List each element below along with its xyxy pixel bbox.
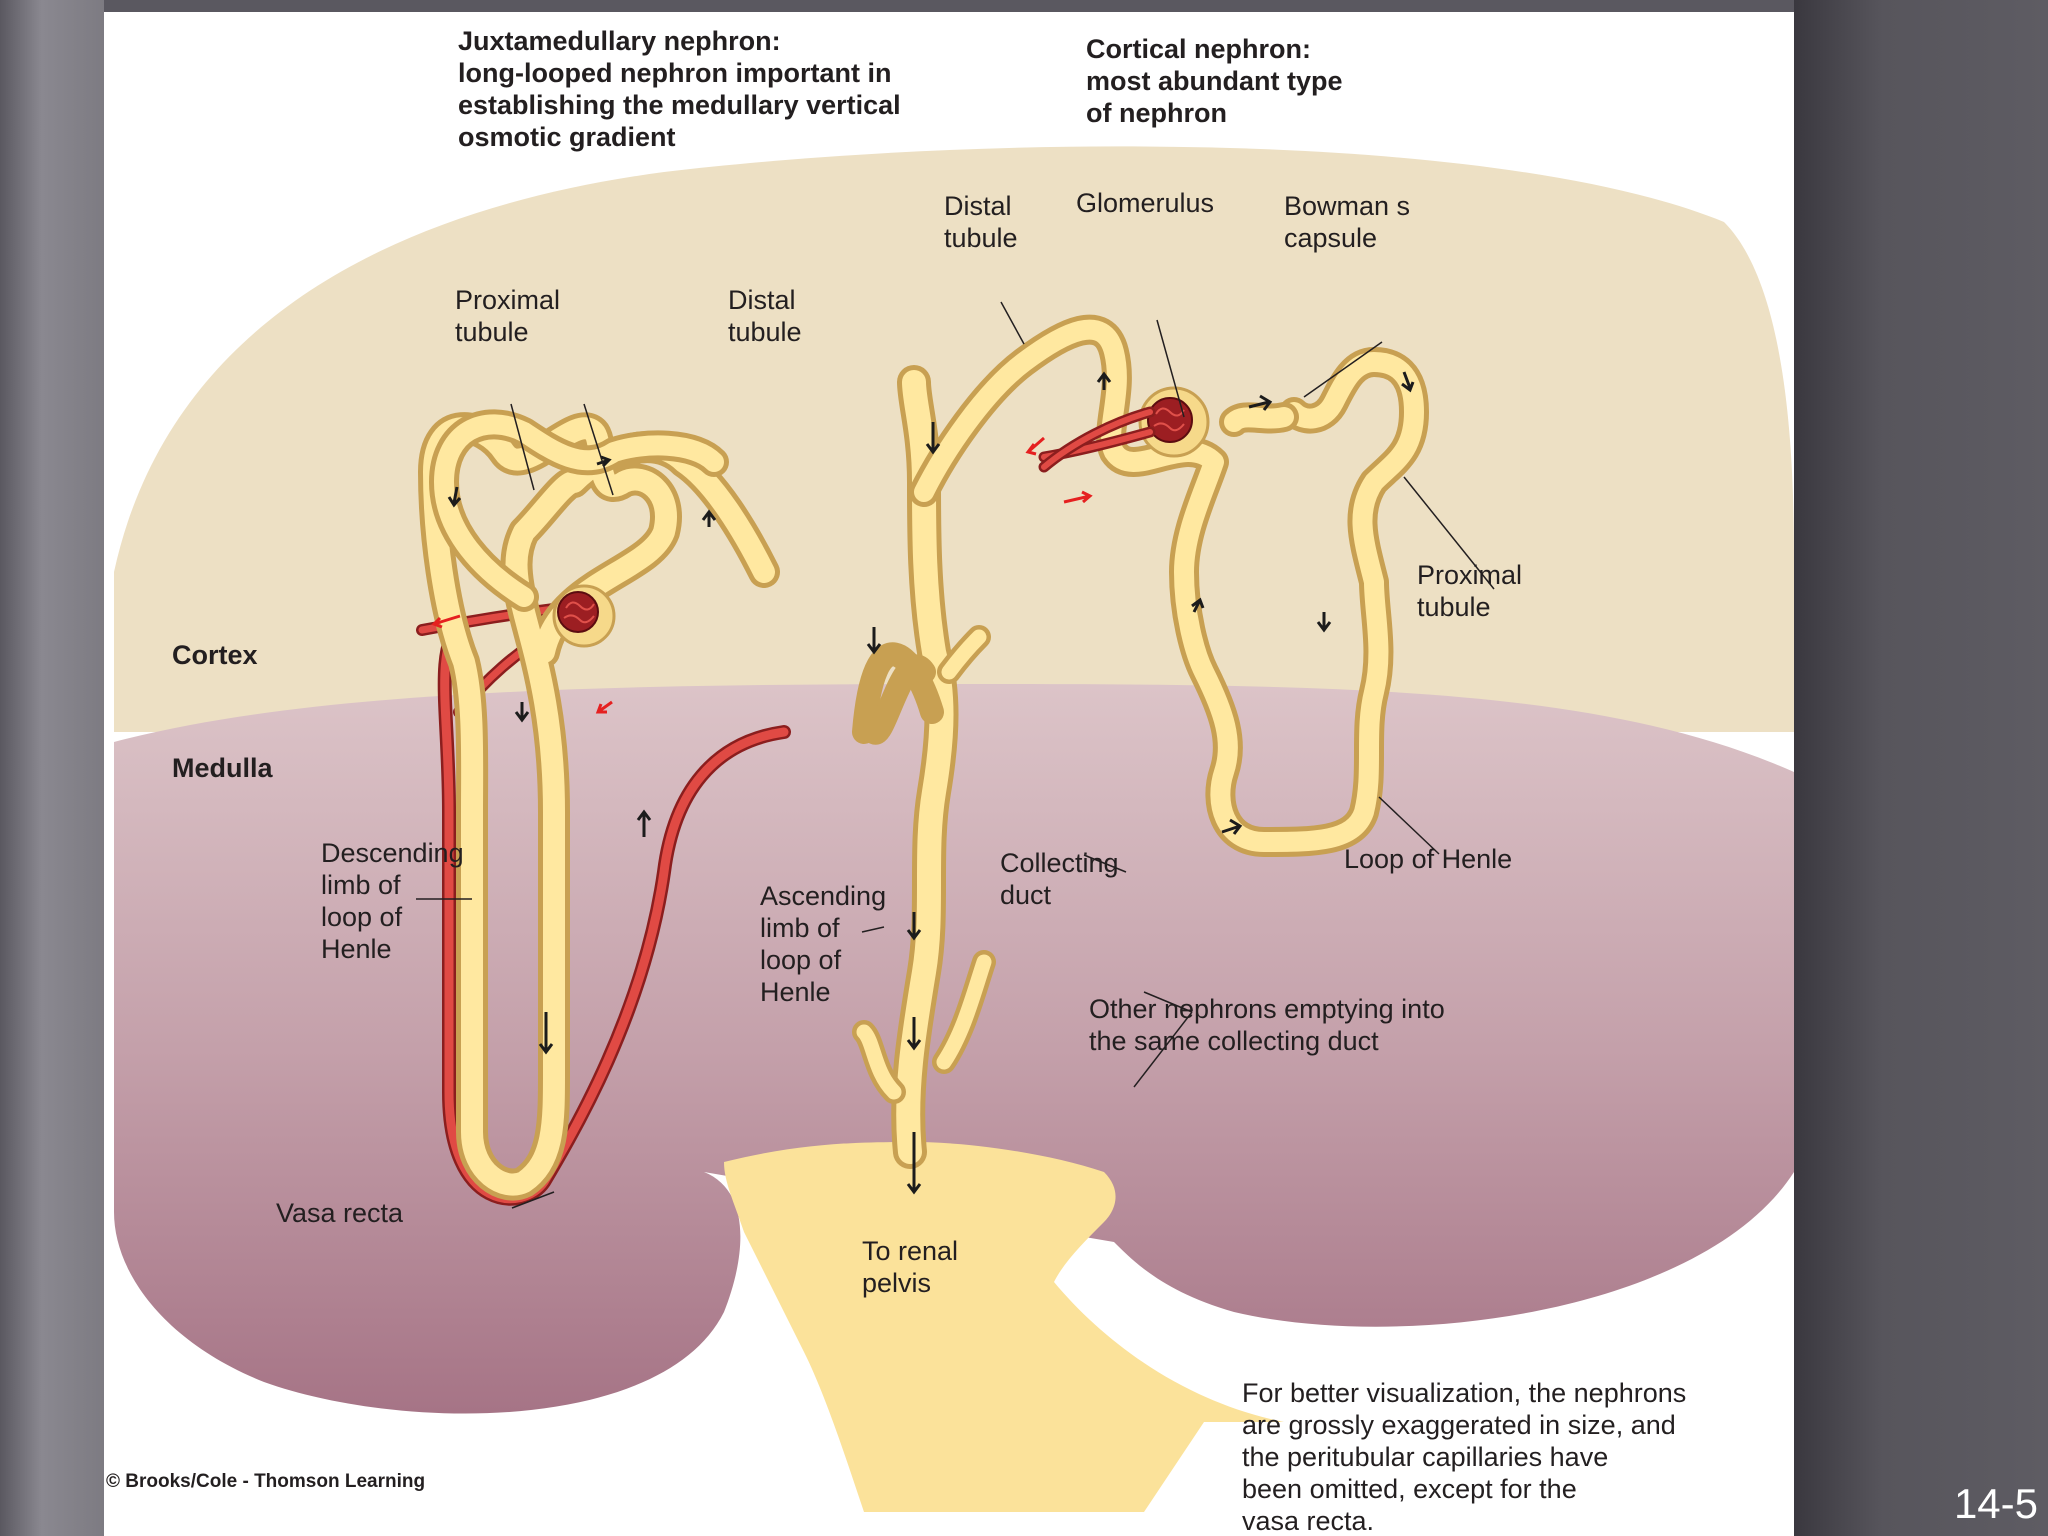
- label-proximal-tubule-left-line-1: Proximal: [455, 285, 560, 315]
- label-bowmans-capsule: Bowman s capsule: [1284, 191, 1410, 253]
- heading-juxtamedullary-line-4: osmotic gradient: [458, 122, 676, 152]
- label-distal-tubule-left-line-1: Distal: [728, 285, 796, 315]
- heading-cortical-line-2: most abundant type: [1086, 66, 1343, 96]
- nephron-diagram: Juxtamedullary nephron: long-looped neph…: [106, 26, 1794, 1536]
- slide-left-frame: [0, 0, 104, 1536]
- note-line-5: vasa recta.: [1242, 1506, 1374, 1536]
- juxtamedullary-glomerulus: [552, 584, 616, 648]
- label-ascending-limb-line-2: limb of: [760, 913, 840, 943]
- cortical-glomerulus: [1038, 386, 1210, 473]
- label-proximal-tubule-right: Proximal tubule: [1417, 560, 1522, 622]
- label-proximal-tubule-right-line-2: tubule: [1417, 592, 1491, 622]
- flow-arrows: [431, 371, 1415, 1195]
- label-renal-pelvis-line-2: pelvis: [862, 1268, 931, 1298]
- label-ascending-limb-line-4: Henle: [760, 977, 831, 1007]
- label-renal-pelvis-line-1: To renal: [862, 1236, 958, 1266]
- label-descending-limb: Descending limb of loop of Henle: [321, 838, 464, 964]
- nephron-figure: Juxtamedullary nephron: long-looped neph…: [104, 12, 1794, 1536]
- label-distal-tubule-top-line-2: tubule: [944, 223, 1018, 253]
- label-distal-tubule-top: Distal tubule: [944, 191, 1018, 253]
- note-line-2: are grossly exaggerated in size, and: [1242, 1410, 1676, 1440]
- label-descending-limb-line-4: Henle: [321, 934, 392, 964]
- note-line-3: the peritubular capillaries have: [1242, 1442, 1608, 1472]
- label-collecting-duct-line-1: Collecting: [1000, 848, 1119, 878]
- heading-juxtamedullary: Juxtamedullary nephron: long-looped neph…: [458, 26, 901, 152]
- region-label-medulla: Medulla: [172, 753, 273, 783]
- copyright-text: © Brooks/Cole - Thomson Learning: [106, 1471, 425, 1492]
- juxtamedullary-nephron-tubule: [418, 409, 780, 1201]
- note-line-1: For better visualization, the nephrons: [1242, 1378, 1686, 1408]
- label-other-nephrons: Other nephrons emptying into the same co…: [1089, 994, 1445, 1056]
- label-other-nephrons-line-2: the same collecting duct: [1089, 1026, 1379, 1056]
- label-bowmans-capsule-line-2: capsule: [1284, 223, 1377, 253]
- label-distal-tubule-left-line-2: tubule: [728, 317, 802, 347]
- label-other-nephrons-line-1: Other nephrons emptying into: [1089, 994, 1445, 1024]
- label-distal-tubule-top-line-1: Distal: [944, 191, 1012, 221]
- label-ascending-limb-line-1: Ascending: [760, 881, 886, 911]
- heading-juxtamedullary-line-1: Juxtamedullary nephron:: [458, 26, 781, 56]
- heading-juxtamedullary-line-2: long-looped nephron important in: [458, 58, 891, 88]
- label-distal-tubule-left: Distal tubule: [728, 285, 802, 347]
- leader-lines: [416, 301, 1495, 1209]
- slide-number: 14-5: [1953, 1480, 2038, 1527]
- label-ascending-limb: Ascending limb of loop of Henle: [760, 881, 886, 1007]
- note-line-4: been omitted, except for the: [1242, 1474, 1577, 1504]
- renal-pelvis-shape: [724, 1142, 1284, 1512]
- label-ascending-limb-line-3: loop of: [760, 945, 842, 975]
- label-proximal-tubule-left: Proximal tubule: [455, 285, 560, 347]
- label-proximal-tubule-left-line-2: tubule: [455, 317, 529, 347]
- label-collecting-duct: Collecting duct: [1000, 848, 1119, 910]
- kidney-tissue: [114, 146, 1794, 1512]
- heading-juxtamedullary-line-3: establishing the medullary vertical: [458, 90, 901, 120]
- label-descending-limb-line-1: Descending: [321, 838, 464, 868]
- label-descending-limb-line-2: limb of: [321, 870, 401, 900]
- heading-cortical: Cortical nephron: most abundant type of …: [1086, 34, 1343, 128]
- slide-top-frame: [104, 0, 1794, 12]
- heading-cortical-line-1: Cortical nephron:: [1086, 34, 1311, 64]
- label-descending-limb-line-3: loop of: [321, 902, 403, 932]
- label-bowmans-capsule-line-1: Bowman s: [1284, 191, 1410, 221]
- heading-cortical-line-3: of nephron: [1086, 98, 1227, 128]
- label-proximal-tubule-right-line-1: Proximal: [1417, 560, 1522, 590]
- label-renal-pelvis: To renal pelvis: [862, 1236, 958, 1298]
- region-label-cortex: Cortex: [172, 640, 258, 670]
- visualization-note: For better visualization, the nephrons a…: [1242, 1378, 1686, 1536]
- slide-right-frame: [1794, 0, 2048, 1536]
- label-glomerulus: Glomerulus: [1076, 188, 1214, 218]
- label-loop-of-henle: Loop of Henle: [1344, 844, 1512, 874]
- label-vasa-recta: Vasa recta: [276, 1198, 404, 1228]
- label-collecting-duct-line-2: duct: [1000, 880, 1052, 910]
